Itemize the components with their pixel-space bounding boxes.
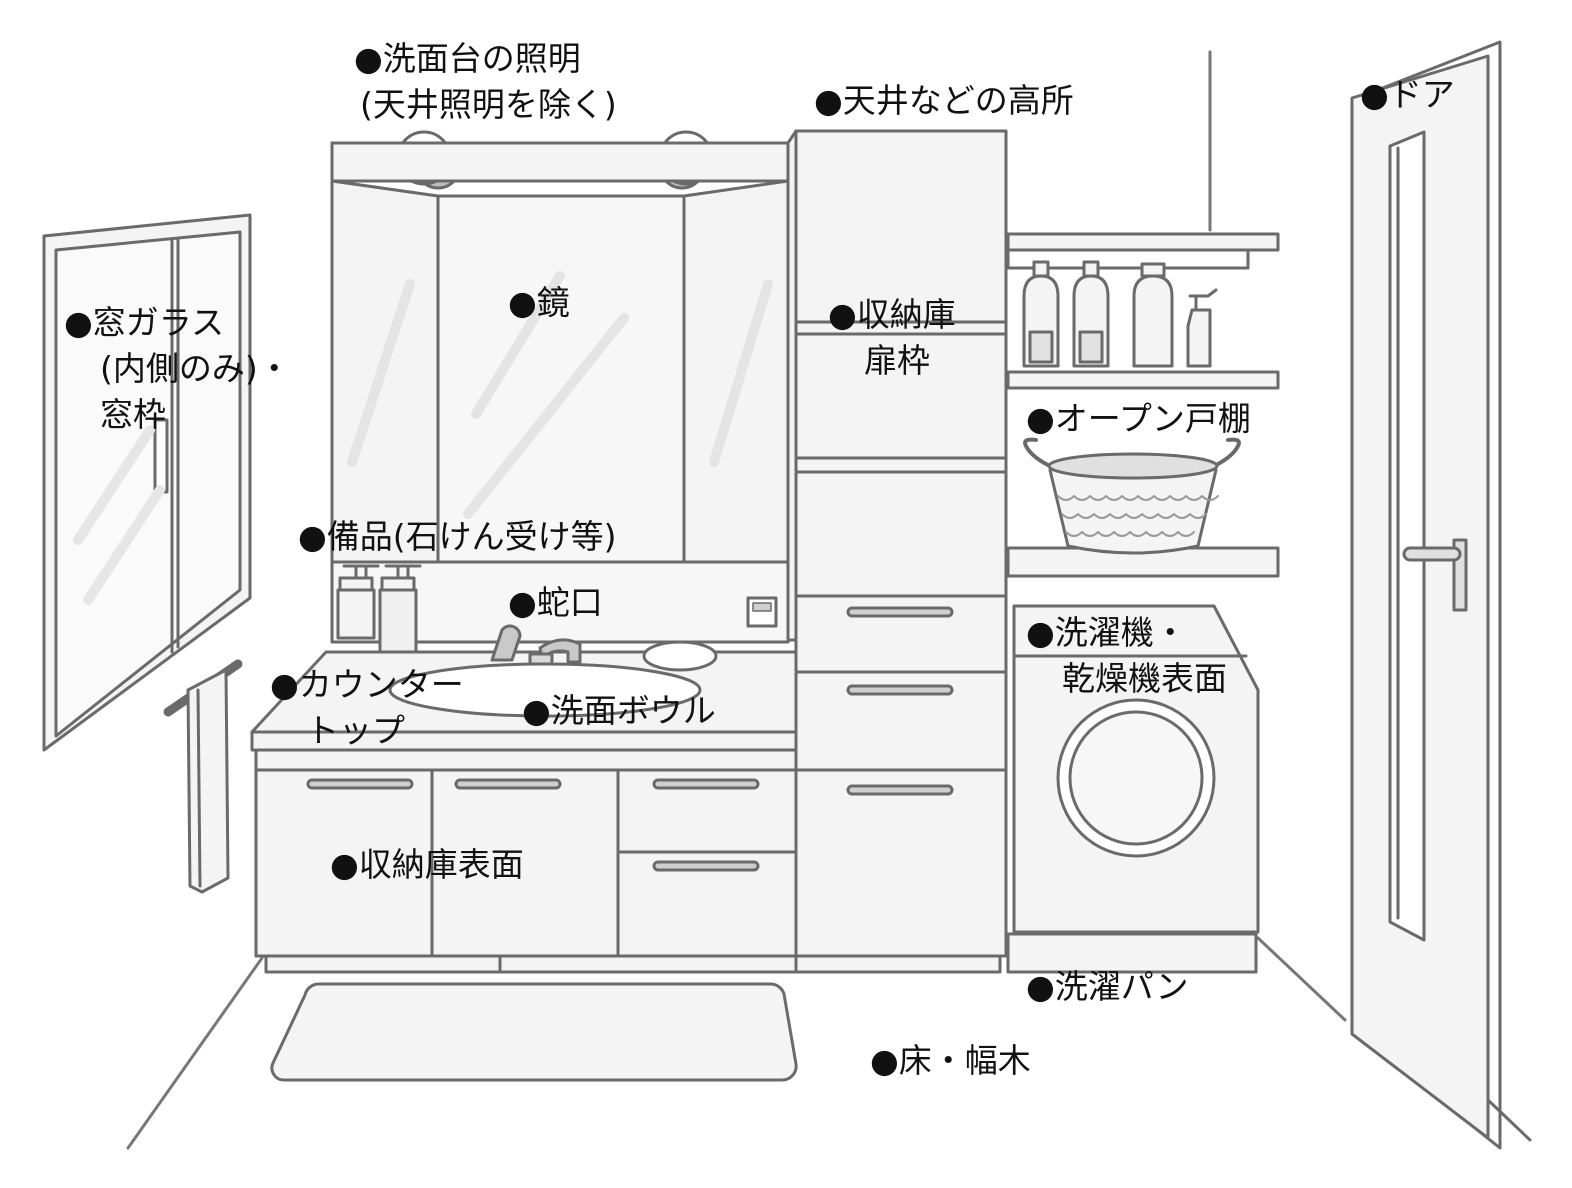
label-door: ●ドア [1360,75,1455,114]
vanity-cabinet [254,748,1002,974]
countertop [250,624,798,752]
laundry-basket [1023,437,1241,555]
window [42,213,252,752]
label-washer: ●洗濯機・ 乾燥機表面 [1026,613,1227,698]
door [1350,40,1532,1150]
label-fixtures: ●備品(石けん受け等) [298,517,617,556]
detergent-bottles [1022,260,1218,368]
label-floor: ●床・幅木 [870,1041,1031,1080]
label-cabinet-surface: ●収納庫表面 [330,845,524,884]
label-countertop: ●カウンター トップ [270,665,464,750]
label-ceiling: ●天井などの高所 [814,81,1074,120]
label-window: ●窓ガラス (内側のみ)・ 窓枠 [64,303,291,434]
label-washer-pan: ●洗濯パン [1026,967,1189,1006]
bath-mat [270,982,798,1082]
label-mirror: ●鏡 [508,283,570,322]
label-vanity-lighting: ●洗面台の照明 (天井照明を除く) [354,39,617,124]
washing-machine [1006,604,1260,974]
towel-bar [163,659,243,894]
label-basin: ●洗面ボウル [522,691,716,730]
tall-cabinet [786,129,1008,958]
label-open-shelf: ●オープン戸棚 [1026,399,1251,438]
room-lines [126,50,1347,1150]
label-cabinet-door-frame: ●収納庫 扉枠 [828,295,956,380]
label-faucet: ●蛇口 [508,583,603,622]
